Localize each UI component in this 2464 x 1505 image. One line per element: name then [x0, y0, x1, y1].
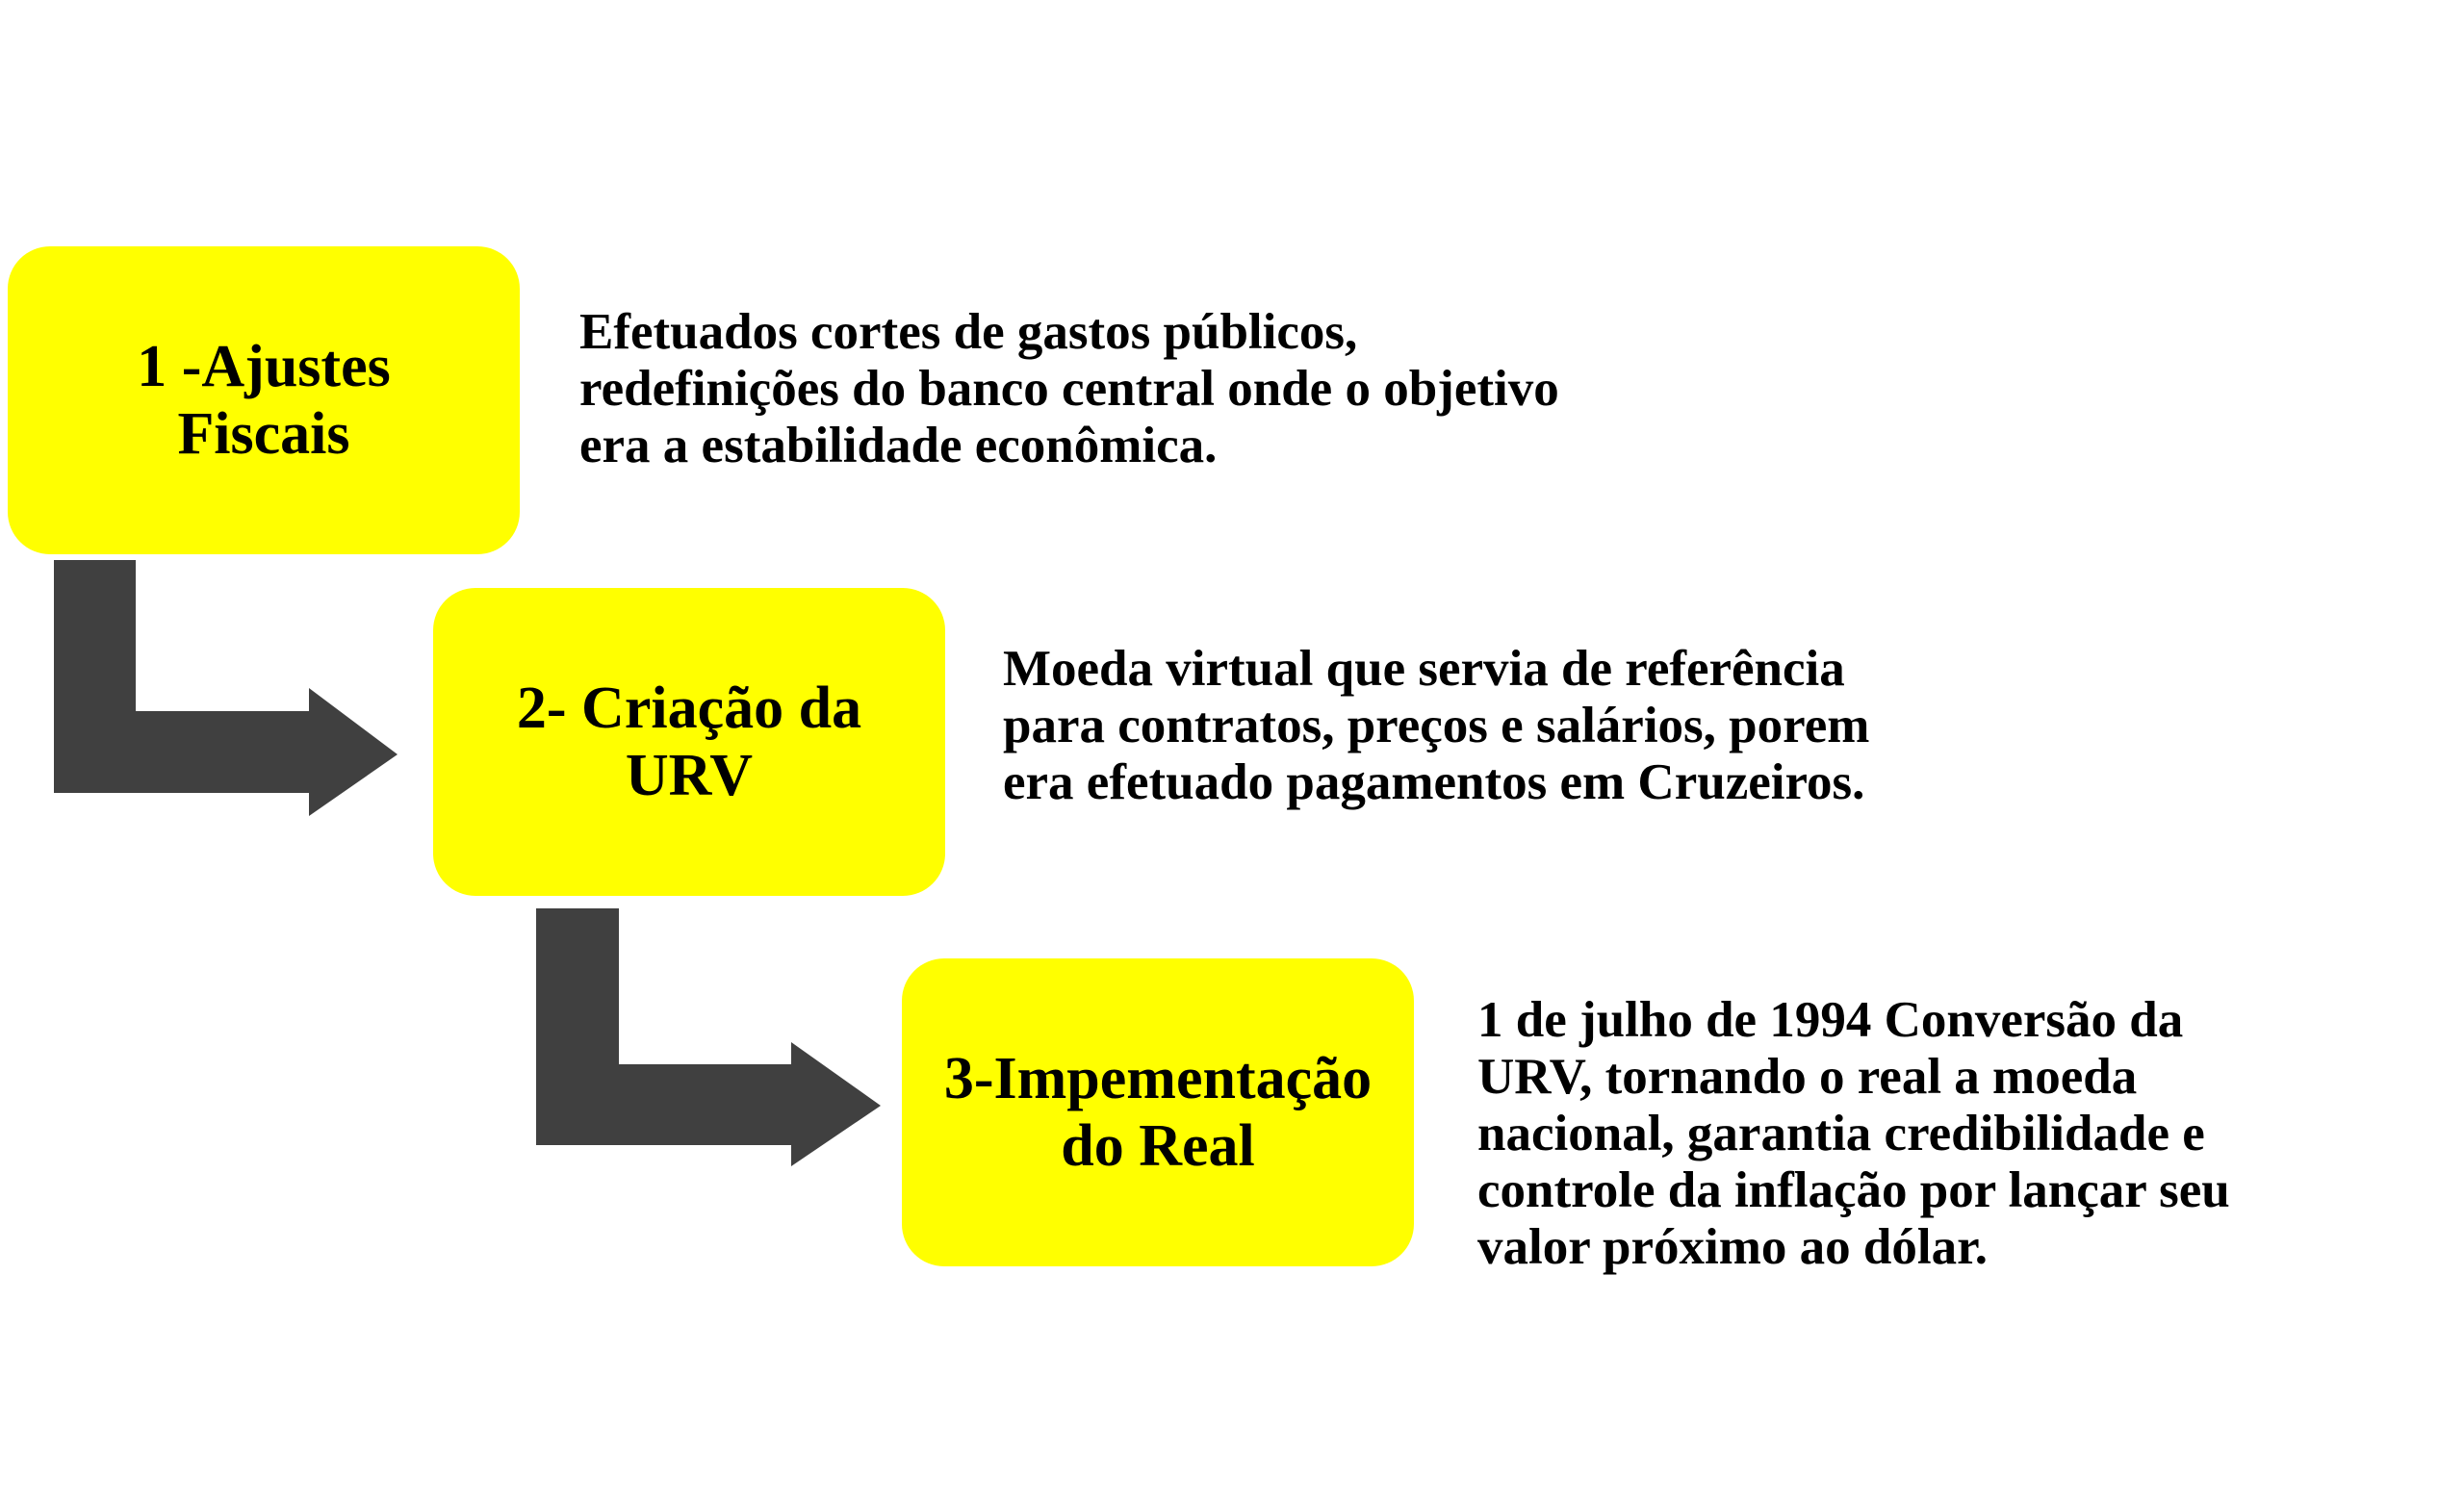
step-3-label: 3-Impementação do Real — [943, 1046, 1373, 1179]
step-3-box: 3-Impementação do Real — [902, 958, 1414, 1266]
step-3-description: 1 de julho de 1994 Conversão da URV, tor… — [1477, 992, 2230, 1275]
step-2-box: 2- Criação da URV — [433, 588, 945, 896]
step-2-description: Moeda virtual que servia de referência p… — [1003, 641, 1870, 810]
step-2-label: 2- Criação da URV — [516, 676, 862, 808]
step-1-label: 1 -Ajustes Fiscais — [137, 334, 391, 467]
step-1-box: 1 -Ajustes Fiscais — [8, 246, 520, 554]
bent-arrow-2-to-3 — [536, 908, 881, 1166]
bent-arrow-1-to-2 — [54, 560, 398, 816]
step-1-description: Efetuados cortes de gastos públicos, red… — [579, 304, 1559, 473]
